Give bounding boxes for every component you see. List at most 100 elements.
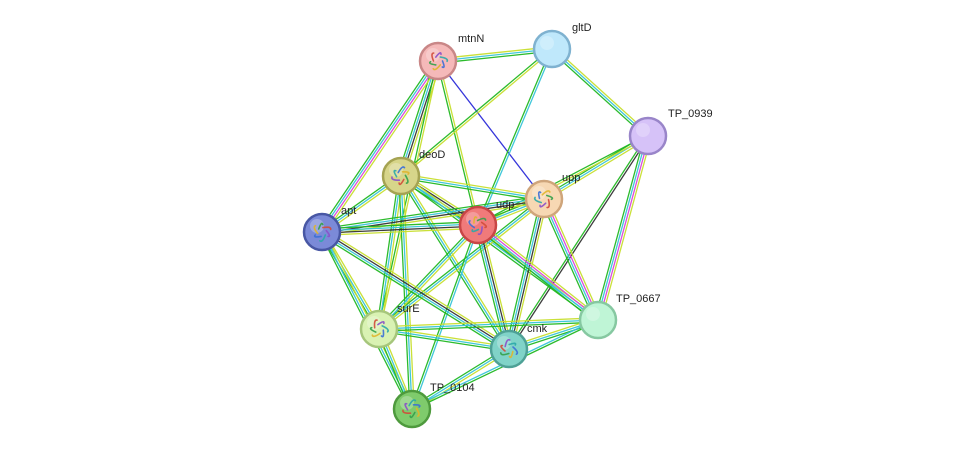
edge-channel-experiments xyxy=(322,61,440,233)
edge-channel-neighborhood xyxy=(476,48,552,225)
node-label-apt: apt xyxy=(341,205,356,217)
edge-upp-TP_0667[interactable] xyxy=(540,197,602,322)
edge-TP_0939-cmk[interactable] xyxy=(507,135,650,350)
edge-channel-textmining xyxy=(479,221,601,318)
edge-TP_0939-TP_0667[interactable] xyxy=(594,134,652,322)
node-circle-TP_0939[interactable] xyxy=(628,116,668,156)
node-label-surE: surE xyxy=(397,303,420,315)
edge-channel-textmining xyxy=(544,137,650,202)
protein-structure-icon xyxy=(391,166,410,186)
node-TP_0667[interactable]: TP_0667 xyxy=(578,293,661,340)
edge-channel-databases xyxy=(378,175,402,330)
edge-channel-databases xyxy=(399,60,438,176)
node-gltD[interactable]: gltD xyxy=(532,22,592,69)
edge-channel-neighborhood xyxy=(399,47,552,176)
edge-channel-textmining xyxy=(322,227,479,236)
edge-channel-textmining xyxy=(511,199,548,350)
edge-udp-TP_0104[interactable] xyxy=(410,224,480,410)
edge-channel-coexpression xyxy=(322,230,510,349)
node-circle-deoD[interactable] xyxy=(381,156,421,196)
node-label-udp: udp xyxy=(496,199,514,211)
node-deoD[interactable]: deoD xyxy=(381,149,445,196)
edge-channel-databases xyxy=(412,225,480,410)
node-udp[interactable]: udp xyxy=(458,199,514,245)
node-highlight xyxy=(636,123,650,137)
edge-channel-textmining xyxy=(378,317,598,328)
node-highlight xyxy=(389,163,403,177)
node-label-TP_0939: TP_0939 xyxy=(668,108,713,120)
edge-channel-databases xyxy=(476,225,598,322)
node-cmk[interactable]: cmk xyxy=(489,323,548,369)
node-label-TP_0104: TP_0104 xyxy=(430,382,475,394)
edge-channel-neighborhood xyxy=(321,195,544,230)
edge-mtnN-upp[interactable] xyxy=(437,60,545,200)
edge-channel-textmining xyxy=(402,175,415,409)
node-label-mtnN: mtnN xyxy=(458,33,484,45)
node-circle-mtnN[interactable] xyxy=(418,41,458,81)
edge-channel-databases xyxy=(596,135,648,320)
edge-channel-neighborhood xyxy=(436,61,478,226)
edge-channel-textmining xyxy=(379,61,440,330)
node-circle-TP_0667[interactable] xyxy=(578,300,618,340)
edge-udp-cmk[interactable] xyxy=(474,224,513,350)
edge-surE-TP_0667[interactable] xyxy=(378,317,599,332)
edge-channel-neighborhood xyxy=(540,200,596,322)
edge-channel-neighborhood xyxy=(379,321,599,332)
node-TP_0104[interactable]: TP_0104 xyxy=(392,382,475,429)
edge-channel-databases xyxy=(321,197,544,232)
edge-channel-neighborhood xyxy=(475,227,597,324)
node-circle-upp[interactable] xyxy=(524,179,564,219)
node-TP_0939[interactable]: TP_0939 xyxy=(628,108,713,156)
edge-channel-neighborhood xyxy=(378,330,509,352)
edge-channel-neighborhood xyxy=(410,224,478,409)
edge-gltD-deoD[interactable] xyxy=(399,47,554,178)
node-circle-cmk[interactable] xyxy=(489,329,529,369)
node-highlight xyxy=(310,219,324,233)
edge-channel-neighborhood xyxy=(507,135,648,349)
node-highlight xyxy=(586,307,600,321)
edge-channel-databases xyxy=(551,48,649,137)
node-highlight xyxy=(400,396,414,410)
node-upp[interactable]: upp xyxy=(524,172,580,219)
node-surE[interactable]: surE xyxy=(359,303,420,349)
edge-channel-neighborhood xyxy=(398,176,411,410)
edge-mtnN-udp[interactable] xyxy=(436,60,480,226)
node-highlight xyxy=(540,36,554,50)
node-highlight xyxy=(426,48,440,62)
edge-gltD-udp[interactable] xyxy=(476,48,554,226)
node-circle-gltD[interactable] xyxy=(532,29,572,69)
edge-gltD-TP_0939[interactable] xyxy=(550,46,650,139)
node-label-TP_0667: TP_0667 xyxy=(616,293,661,305)
edge-udp-surE[interactable] xyxy=(376,223,481,331)
edge-udp-apt[interactable] xyxy=(321,221,479,236)
node-mtnN[interactable]: mtnN xyxy=(418,33,484,81)
edge-channel-coexpression xyxy=(478,224,511,349)
edge-channel-neighborhood xyxy=(397,59,436,176)
node-circle-apt[interactable] xyxy=(302,212,342,252)
edge-channel-databases xyxy=(321,223,478,232)
edge-channel-experiments xyxy=(598,136,650,321)
edge-deoD-cmk[interactable] xyxy=(398,174,512,351)
edge-channel-textmining xyxy=(380,226,481,331)
edge-udp-TP_0667[interactable] xyxy=(475,221,601,324)
node-apt[interactable]: apt xyxy=(302,205,356,252)
edge-channel-textmining xyxy=(553,46,650,135)
edge-channel-textmining xyxy=(402,174,512,349)
edge-channel-neighborhood xyxy=(550,50,647,139)
node-circle-TP_0104[interactable] xyxy=(392,389,432,429)
protein-structure-icon xyxy=(313,222,332,243)
edge-channel-cooccurrence xyxy=(437,60,545,200)
edge-channel-neighborhood xyxy=(319,234,508,353)
node-highlight xyxy=(466,212,480,226)
edge-channel-neighborhood xyxy=(318,58,436,231)
node-circle-surE[interactable] xyxy=(359,309,399,349)
edge-channel-databases xyxy=(321,232,509,351)
node-circle-udp[interactable] xyxy=(458,205,498,245)
edge-channel-textmining xyxy=(480,224,513,349)
edge-channel-neighborhood xyxy=(398,176,508,351)
edge-deoD-upp[interactable] xyxy=(400,173,545,202)
edge-deoD-TP_0104[interactable] xyxy=(398,175,415,410)
edge-mtnN-apt[interactable] xyxy=(318,58,442,235)
